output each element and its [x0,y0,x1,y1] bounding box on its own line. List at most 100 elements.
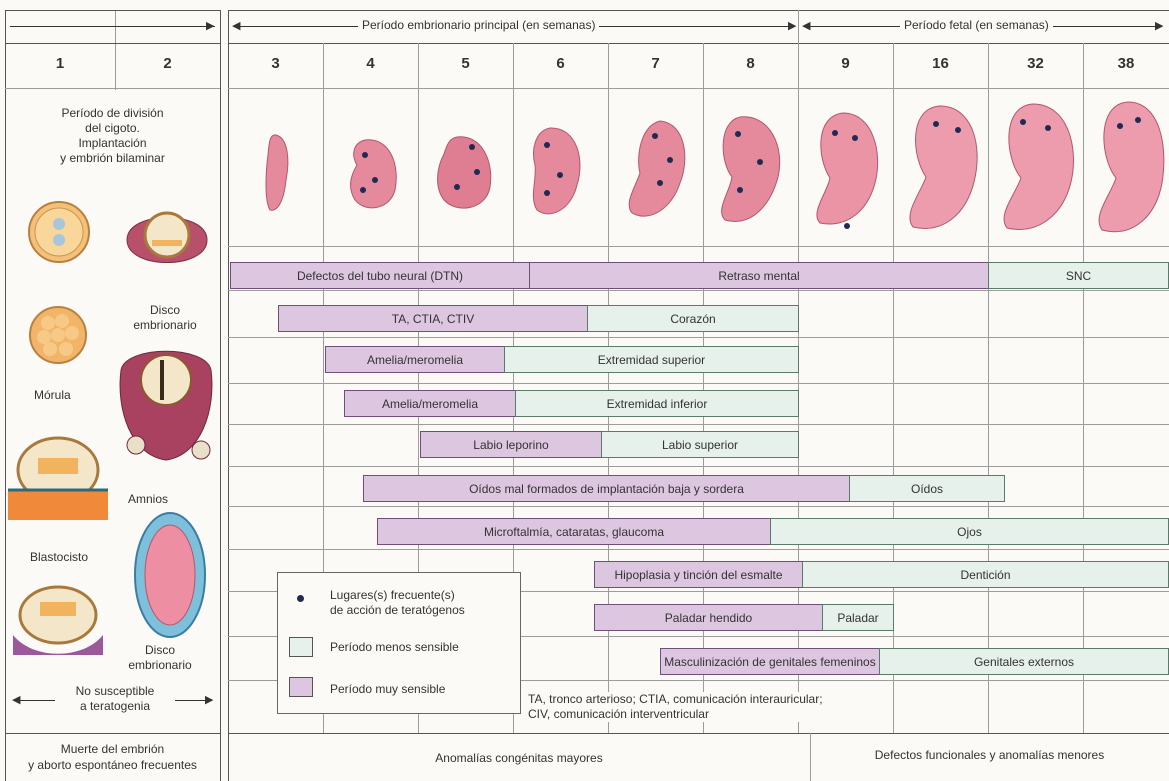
fetus-week-38-illustration [1088,98,1168,240]
abbreviation-line: CIV, comunicación interventricular [528,707,823,722]
blastocyst-illustration [8,580,108,665]
embryonic-period-label: Período embrionario principal (en semana… [358,18,599,32]
fetus-week-16-illustration [898,102,986,237]
embryo-week-4-illustration [345,135,405,215]
left-panel-border [220,10,221,781]
disco-label-line: Disco [125,303,205,318]
very-sensitive-swatch [289,677,313,697]
bar-denticion: Dentición [802,561,1169,588]
bilaminar-embryo-illustration [116,340,216,465]
fetal-period-label: Período fetal (en semanas) [900,18,1053,32]
legend-dot-line: de acción de teratógenos [330,603,465,618]
arrow-head-icon: ◀ [802,19,810,32]
footer-menores: Defectos funcionales y anomalías menores [810,748,1169,762]
period-text-line: Implantación [5,136,220,151]
row-line [228,337,1169,338]
bar-retraso-mental: Retraso mental [529,262,989,289]
bar-ta-ctia: TA, CTIA, CTIV [278,305,588,332]
no-susceptible-text: No susceptible a teratogenia [55,684,175,714]
arrow-head-icon: ▶ [206,19,214,32]
arrow-head-icon: ▶ [788,19,796,32]
disco-label-line: Disco [120,643,200,658]
amnion-disc-illustration [133,510,208,640]
period-text-line: Período de división [5,106,220,121]
header-line [228,43,1169,44]
teratogen-dot-icon [297,595,304,602]
arrow-head-icon: ▶ [1155,19,1163,32]
week-6: 6 [513,55,608,72]
footer-mayores: Anomalías congénitas mayores [228,751,810,765]
header-line [228,88,1169,89]
left-footer-line: y aborto espontáneo frecuentes [5,757,220,773]
header-line [5,43,220,44]
no-susceptible-line: a teratogenia [55,699,175,714]
footer-line [5,733,220,734]
arrow-head-icon: ▶ [205,693,213,706]
week-divider [1083,43,1084,733]
week-8: 8 [703,55,798,72]
bar-labio-leporino: Labio leporino [420,431,602,458]
week-38: 38 [1083,55,1169,72]
abbreviations-note: TA, tronco arterioso; CTIA, comunicación… [528,692,823,722]
bar-amelia-superior: Amelia/meromelia [325,346,505,373]
period-text-line: del cigoto. [5,121,220,136]
bar-oidos-mal-formados: Oídos mal formados de implantación baja … [363,475,850,502]
arrow-left-panel [10,26,215,27]
legend-less-sensitive: Período menos sensible [330,640,459,654]
week-9: 9 [798,55,893,72]
week-5: 5 [418,55,513,72]
header-line [228,10,1169,11]
zygote-illustration [28,198,90,266]
left-footer-text: Muerte del embrión y aborto espontáneo f… [5,741,220,773]
bar-masculinizacion: Masculinización de genitales femeninos [660,648,880,675]
row-line [228,290,1169,291]
disco-label-line: embrionario [120,658,200,673]
week-32: 32 [988,55,1083,72]
row-line [228,246,1169,247]
row-line [228,383,1169,384]
week-2: 2 [115,55,220,72]
bar-genitales-externos: Genitales externos [879,648,1169,675]
row-line [228,466,1169,467]
bar-extremidad-superior: Extremidad superior [504,346,799,373]
fetus-week-32-illustration [993,100,1081,238]
bar-amelia-inferior: Amelia/meromelia [344,390,516,417]
row-line [228,549,1169,550]
embryo-week-3-illustration [258,130,298,215]
embryo-week-5-illustration [432,132,497,217]
bar-microftalmia: Microftalmía, cataratas, glaucoma [377,518,771,545]
morula-illustration [28,303,88,367]
bar-dtn: Defectos del tubo neural (DTN) [230,262,530,289]
left-footer-line: Muerte del embrión [5,741,220,757]
legend-very-sensitive: Período muy sensible [330,682,445,696]
main-panel-border [228,10,229,781]
week-7: 7 [608,55,703,72]
week-4: 4 [323,55,418,72]
implantation-illustration [122,200,212,280]
header-line [5,88,220,89]
no-susceptible-line: No susceptible [55,684,175,699]
week-1: 1 [5,55,115,72]
row-line [228,506,1169,507]
disco-embrionario-label-bottom: Disco embrionario [120,643,200,673]
bar-oidos: Oídos [849,475,1005,502]
amnios-label: Amnios [128,492,168,506]
blastocisto-label: Blastocisto [30,550,88,564]
week-divider [988,43,989,733]
bar-paladar-hendido: Paladar hendido [594,604,823,631]
arrow-head-icon: ◀ [12,693,20,706]
bar-paladar: Paladar [822,604,894,631]
footer-line [228,733,1169,734]
embryo-week-8-illustration [710,112,790,230]
period-text-line: y embrión bilaminar [5,151,220,166]
bar-snc: SNC [988,262,1169,289]
bar-corazon: Corazón [587,305,799,332]
legend-dot-line: Lugares(s) frecuente(s) [330,588,465,603]
bar-ojos: Ojos [770,518,1169,545]
embryo-week-6-illustration [525,125,590,225]
bar-hipoplasia: Hipoplasia y tinción del esmalte [594,561,803,588]
blastocyst-implantation-illustration [8,430,108,525]
bar-extremidad-inferior: Extremidad inferior [515,390,799,417]
embryo-week-7-illustration [620,118,695,228]
cleavage-period-text: Período de división del cigoto. Implanta… [5,106,220,166]
